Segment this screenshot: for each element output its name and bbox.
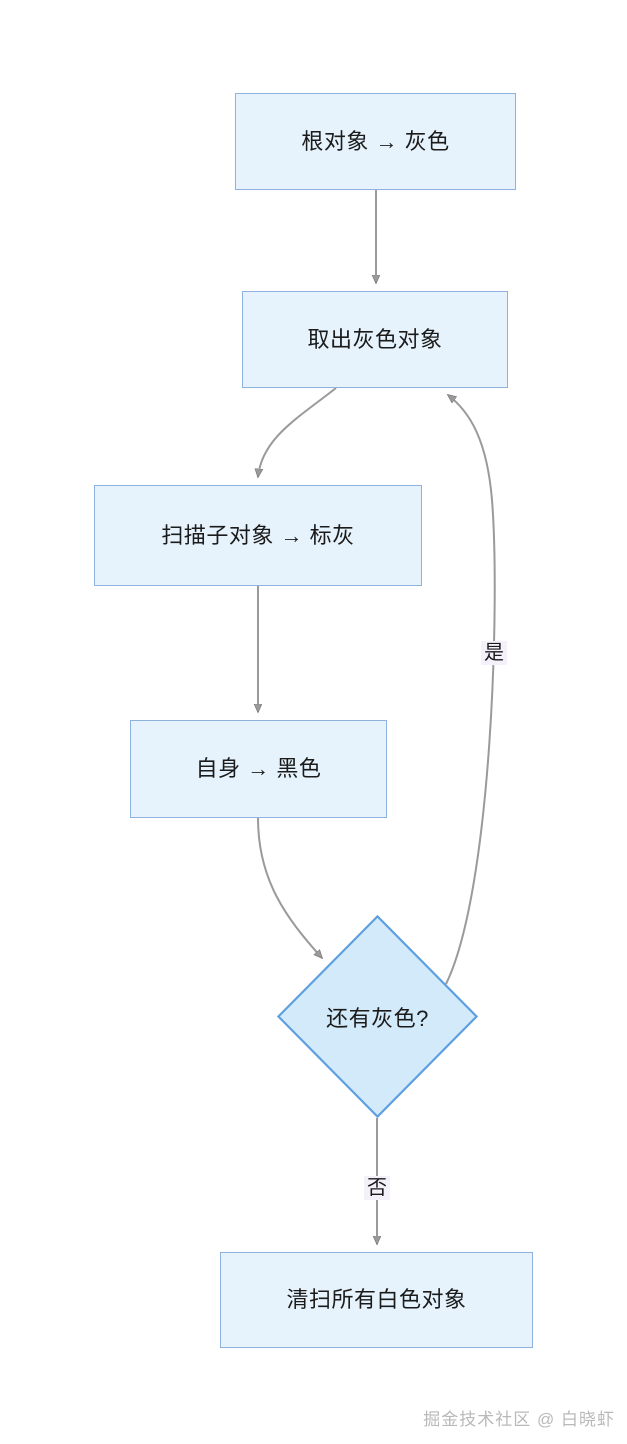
node-label: 清扫所有白色对象 (286, 1287, 467, 1312)
node-decision-any-gray-left[interactable]: 还有灰色? (277, 915, 478, 1118)
node-label: 还有灰色? (326, 1005, 429, 1031)
edge-label-text: 是 (484, 642, 504, 664)
node-self-black[interactable]: 自身 → 黑色 (130, 720, 387, 818)
node-sweep-white-objects[interactable]: 清扫所有白色对象 (220, 1252, 533, 1348)
node-scan-children-mark-gray[interactable]: 扫描子对象 → 标灰 (94, 485, 422, 586)
node-root-object-gray[interactable]: 根对象 → 灰色 (235, 93, 516, 190)
watermark: 掘金技术社区 @ 白晓虾 (423, 1410, 615, 1429)
edge-label-text: 否 (367, 1177, 387, 1199)
edge-label-no: 否 (364, 1176, 390, 1200)
node-pop-gray-object[interactable]: 取出灰色对象 (242, 291, 508, 388)
node-label: 自身 → 黑色 (195, 756, 322, 781)
edge-label-yes: 是 (481, 641, 507, 665)
edge-n2-n3 (258, 387, 337, 477)
diamond-shape (277, 915, 478, 1118)
edge-n5-n2-yes (445, 395, 496, 985)
node-label: 取出灰色对象 (307, 326, 443, 352)
edge-n4-n5 (257, 817, 322, 958)
node-label: 扫描子对象 → 标灰 (161, 522, 355, 548)
node-label: 根对象 → 灰色 (301, 128, 450, 154)
